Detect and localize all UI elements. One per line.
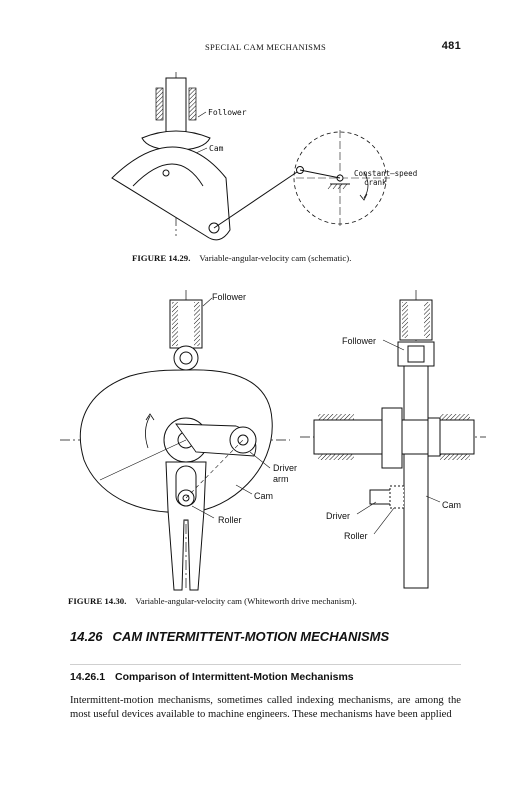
caption-label: FIGURE 14.29.	[132, 253, 191, 263]
figure-14-29-caption: FIGURE 14.29. Variable-angular-velocity c…	[132, 253, 351, 264]
figure-14-30-caption: FIGURE 14.30. Variable-angular-velocity c…	[68, 596, 357, 607]
body-paragraph: Intermittent-motion mechanisms, sometime…	[70, 695, 461, 720]
page-header: SPECIAL CAM MECHANISMS 481	[70, 40, 461, 54]
subsection-number: 14.26.1	[70, 671, 106, 683]
figure-14-30-diagram: Follower Driver arm Cam Roller Follower …	[60, 290, 486, 591]
caption-text: Variable-angular-velocity cam (Whitewort…	[135, 596, 357, 606]
label-driver-right: Driver	[326, 511, 350, 521]
running-title: SPECIAL CAM MECHANISMS	[204, 42, 327, 52]
caption-text: Variable-angular-velocity cam (schematic…	[199, 253, 352, 263]
section-title: 14.26 CAM INTERMITTENT-MOTION MECHANISMS	[70, 629, 461, 645]
section-title-text: CAM INTERMITTENT-MOTION MECHANISMS	[112, 629, 390, 644]
subsection-title: 14.26.1 Comparison of Intermittent-Motion…	[70, 671, 461, 683]
label-driver-arm-2: arm	[273, 474, 289, 484]
label-driver-arm-1: Driver	[273, 463, 297, 473]
label-constant-speed: Constant–speed	[354, 169, 417, 178]
caption-label: FIGURE 14.30.	[68, 596, 127, 606]
label-cam-right: Cam	[442, 500, 461, 510]
label-follower: Follower	[208, 108, 247, 117]
label-roller-right: Roller	[344, 531, 368, 541]
label-cam: Cam	[209, 144, 224, 153]
page-number: 481	[441, 40, 461, 52]
label-roller-left: Roller	[218, 515, 242, 525]
section-number: 14.26	[70, 629, 103, 644]
section-rule	[70, 664, 461, 665]
label-crank: crank	[364, 178, 387, 187]
label-cam-left: Cam	[254, 491, 273, 501]
figure-14-29-diagram: Follower Cam Constant–speed crank	[111, 72, 417, 241]
label-follower-left: Follower	[212, 292, 246, 302]
label-follower-right: Follower	[342, 336, 376, 346]
subsection-title-text: Comparison of Intermittent-Motion Mechan…	[115, 671, 354, 683]
